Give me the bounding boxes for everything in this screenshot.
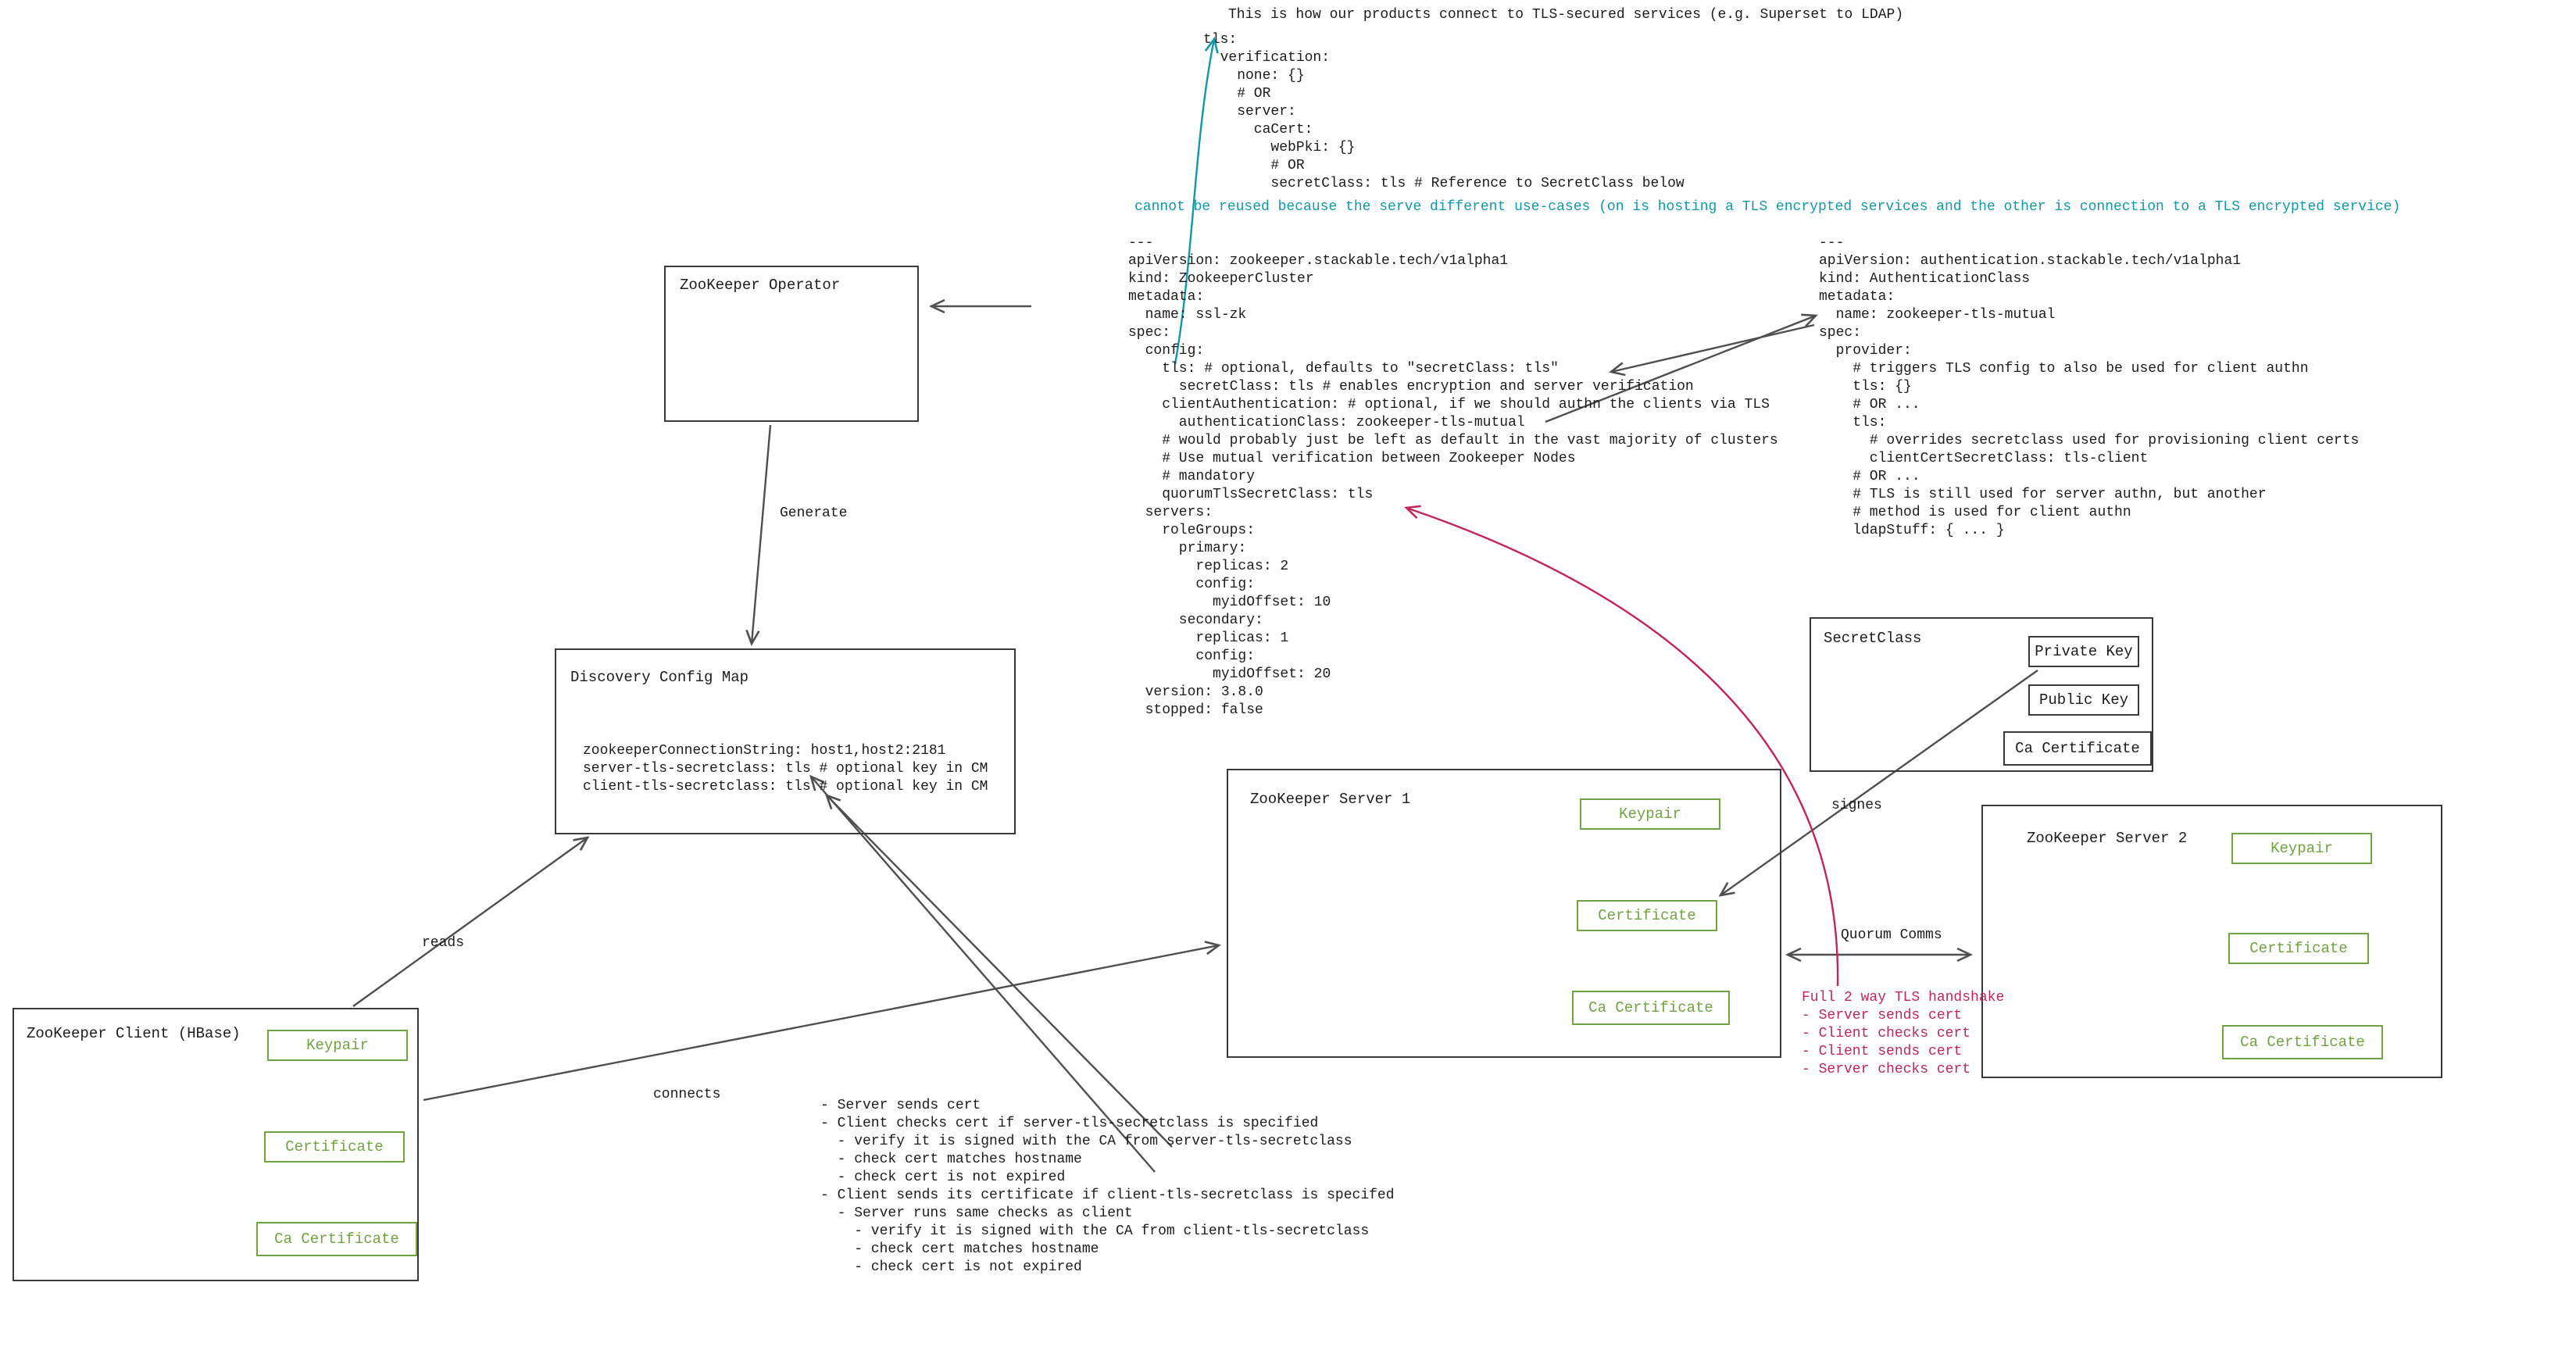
zookeeper-client-box: ZooKeeper Client (HBase) Keypair Certifi… — [13, 1008, 419, 1281]
generate-label: Generate — [780, 505, 848, 521]
server2-certificate-box: Certificate — [2228, 933, 2369, 964]
zookeeper-cluster-yaml: --- apiVersion: zookeeper.stackable.tech… — [1128, 235, 1778, 718]
server1-ca-certificate-box: Ca Certificate — [1572, 991, 1730, 1025]
reads-label: reads — [422, 935, 465, 951]
client-keypair-box: Keypair — [267, 1030, 408, 1061]
zookeeper-operator-box: ZooKeeper Operator — [664, 266, 919, 422]
zookeeper-server2-title: ZooKeeper Server 2 — [2027, 830, 2188, 847]
secretclass-title: SecretClass — [1824, 630, 1922, 647]
authentication-class-yaml: --- apiVersion: authentication.stackable… — [1819, 235, 2360, 538]
tls-checks-note: - Server sends cert - Client checks cert… — [820, 1098, 1395, 1275]
connects-label: connects — [653, 1087, 721, 1102]
client-secretclass-arrow — [827, 795, 1173, 1148]
discovery-config-map-box: Discovery Config Map zookeeperConnection… — [555, 648, 1016, 834]
discovery-config-map-title: Discovery Config Map — [570, 669, 749, 686]
tls-verification-snippet: tls: verification: none: {} # OR server:… — [1203, 32, 1685, 191]
generate-arrow — [752, 424, 772, 644]
client-ca-certificate-box: Ca Certificate — [256, 1222, 417, 1256]
client-certificate-box: Certificate — [264, 1131, 405, 1163]
secretclass-box: SecretClass Private Key Public Key Ca Ce… — [1810, 617, 2153, 772]
zookeeper-client-title: ZooKeeper Client (HBase) — [27, 1025, 241, 1042]
zookeeper-server1-box: ZooKeeper Server 1 Keypair Certificate C… — [1227, 769, 1781, 1058]
ca-certificate-box: Ca Certificate — [2003, 731, 2152, 766]
server2-ca-certificate-box: Ca Certificate — [2222, 1025, 2383, 1059]
discovery-config-map-content: zookeeperConnectionString: host1,host2:2… — [583, 743, 988, 795]
server1-certificate-box: Certificate — [1577, 900, 1717, 931]
public-key-box: Public Key — [2028, 684, 2139, 716]
server2-keypair-box: Keypair — [2231, 833, 2372, 864]
private-key-box: Private Key — [2028, 636, 2139, 667]
zookeeper-operator-title: ZooKeeper Operator — [680, 277, 841, 294]
quorum-comms-label: Quorum Comms — [1841, 927, 1942, 943]
handshake-note: Full 2 way TLS handshake - Server sends … — [1802, 990, 2005, 1077]
zookeeper-server2-box: ZooKeeper Server 2 Keypair Certificate C… — [1981, 805, 2442, 1078]
reuse-note: cannot be reused because the serve diffe… — [1134, 199, 2401, 215]
signes-label: signes — [1831, 798, 1882, 813]
connects-arrow — [423, 945, 1219, 1102]
server1-keypair-box: Keypair — [1580, 798, 1720, 830]
reads-arrow — [352, 838, 588, 1007]
zookeeper-server1-title: ZooKeeper Server 1 — [1250, 791, 1411, 808]
diagram-title: This is how our products connect to TLS-… — [1228, 7, 1904, 23]
